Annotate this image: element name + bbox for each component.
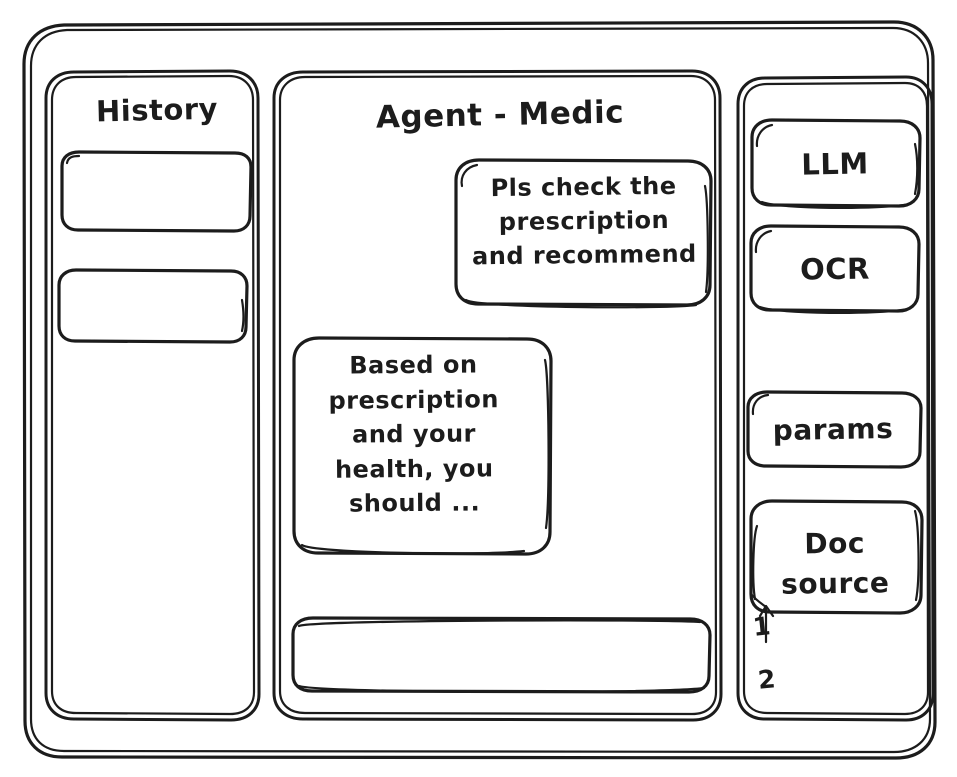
annotation-number-1: 1 — [751, 611, 772, 642]
llm-button[interactable] — [752, 120, 920, 206]
ocr-button[interactable] — [751, 226, 919, 311]
history-item-1[interactable] — [62, 152, 252, 232]
user-message-bubble: Pls check the prescription and recommend — [471, 171, 697, 271]
history-panel-title: History — [95, 91, 219, 129]
page-title: Agent - Medic — [375, 94, 625, 136]
doc-source-button[interactable] — [751, 501, 922, 613]
message-input[interactable] — [293, 618, 711, 693]
history-item-2[interactable] — [59, 270, 248, 343]
agent-message-bubble: Based on prescription and your health, y… — [328, 350, 499, 518]
annotation-number-2: 2 — [756, 664, 777, 695]
params-button[interactable] — [748, 392, 921, 467]
